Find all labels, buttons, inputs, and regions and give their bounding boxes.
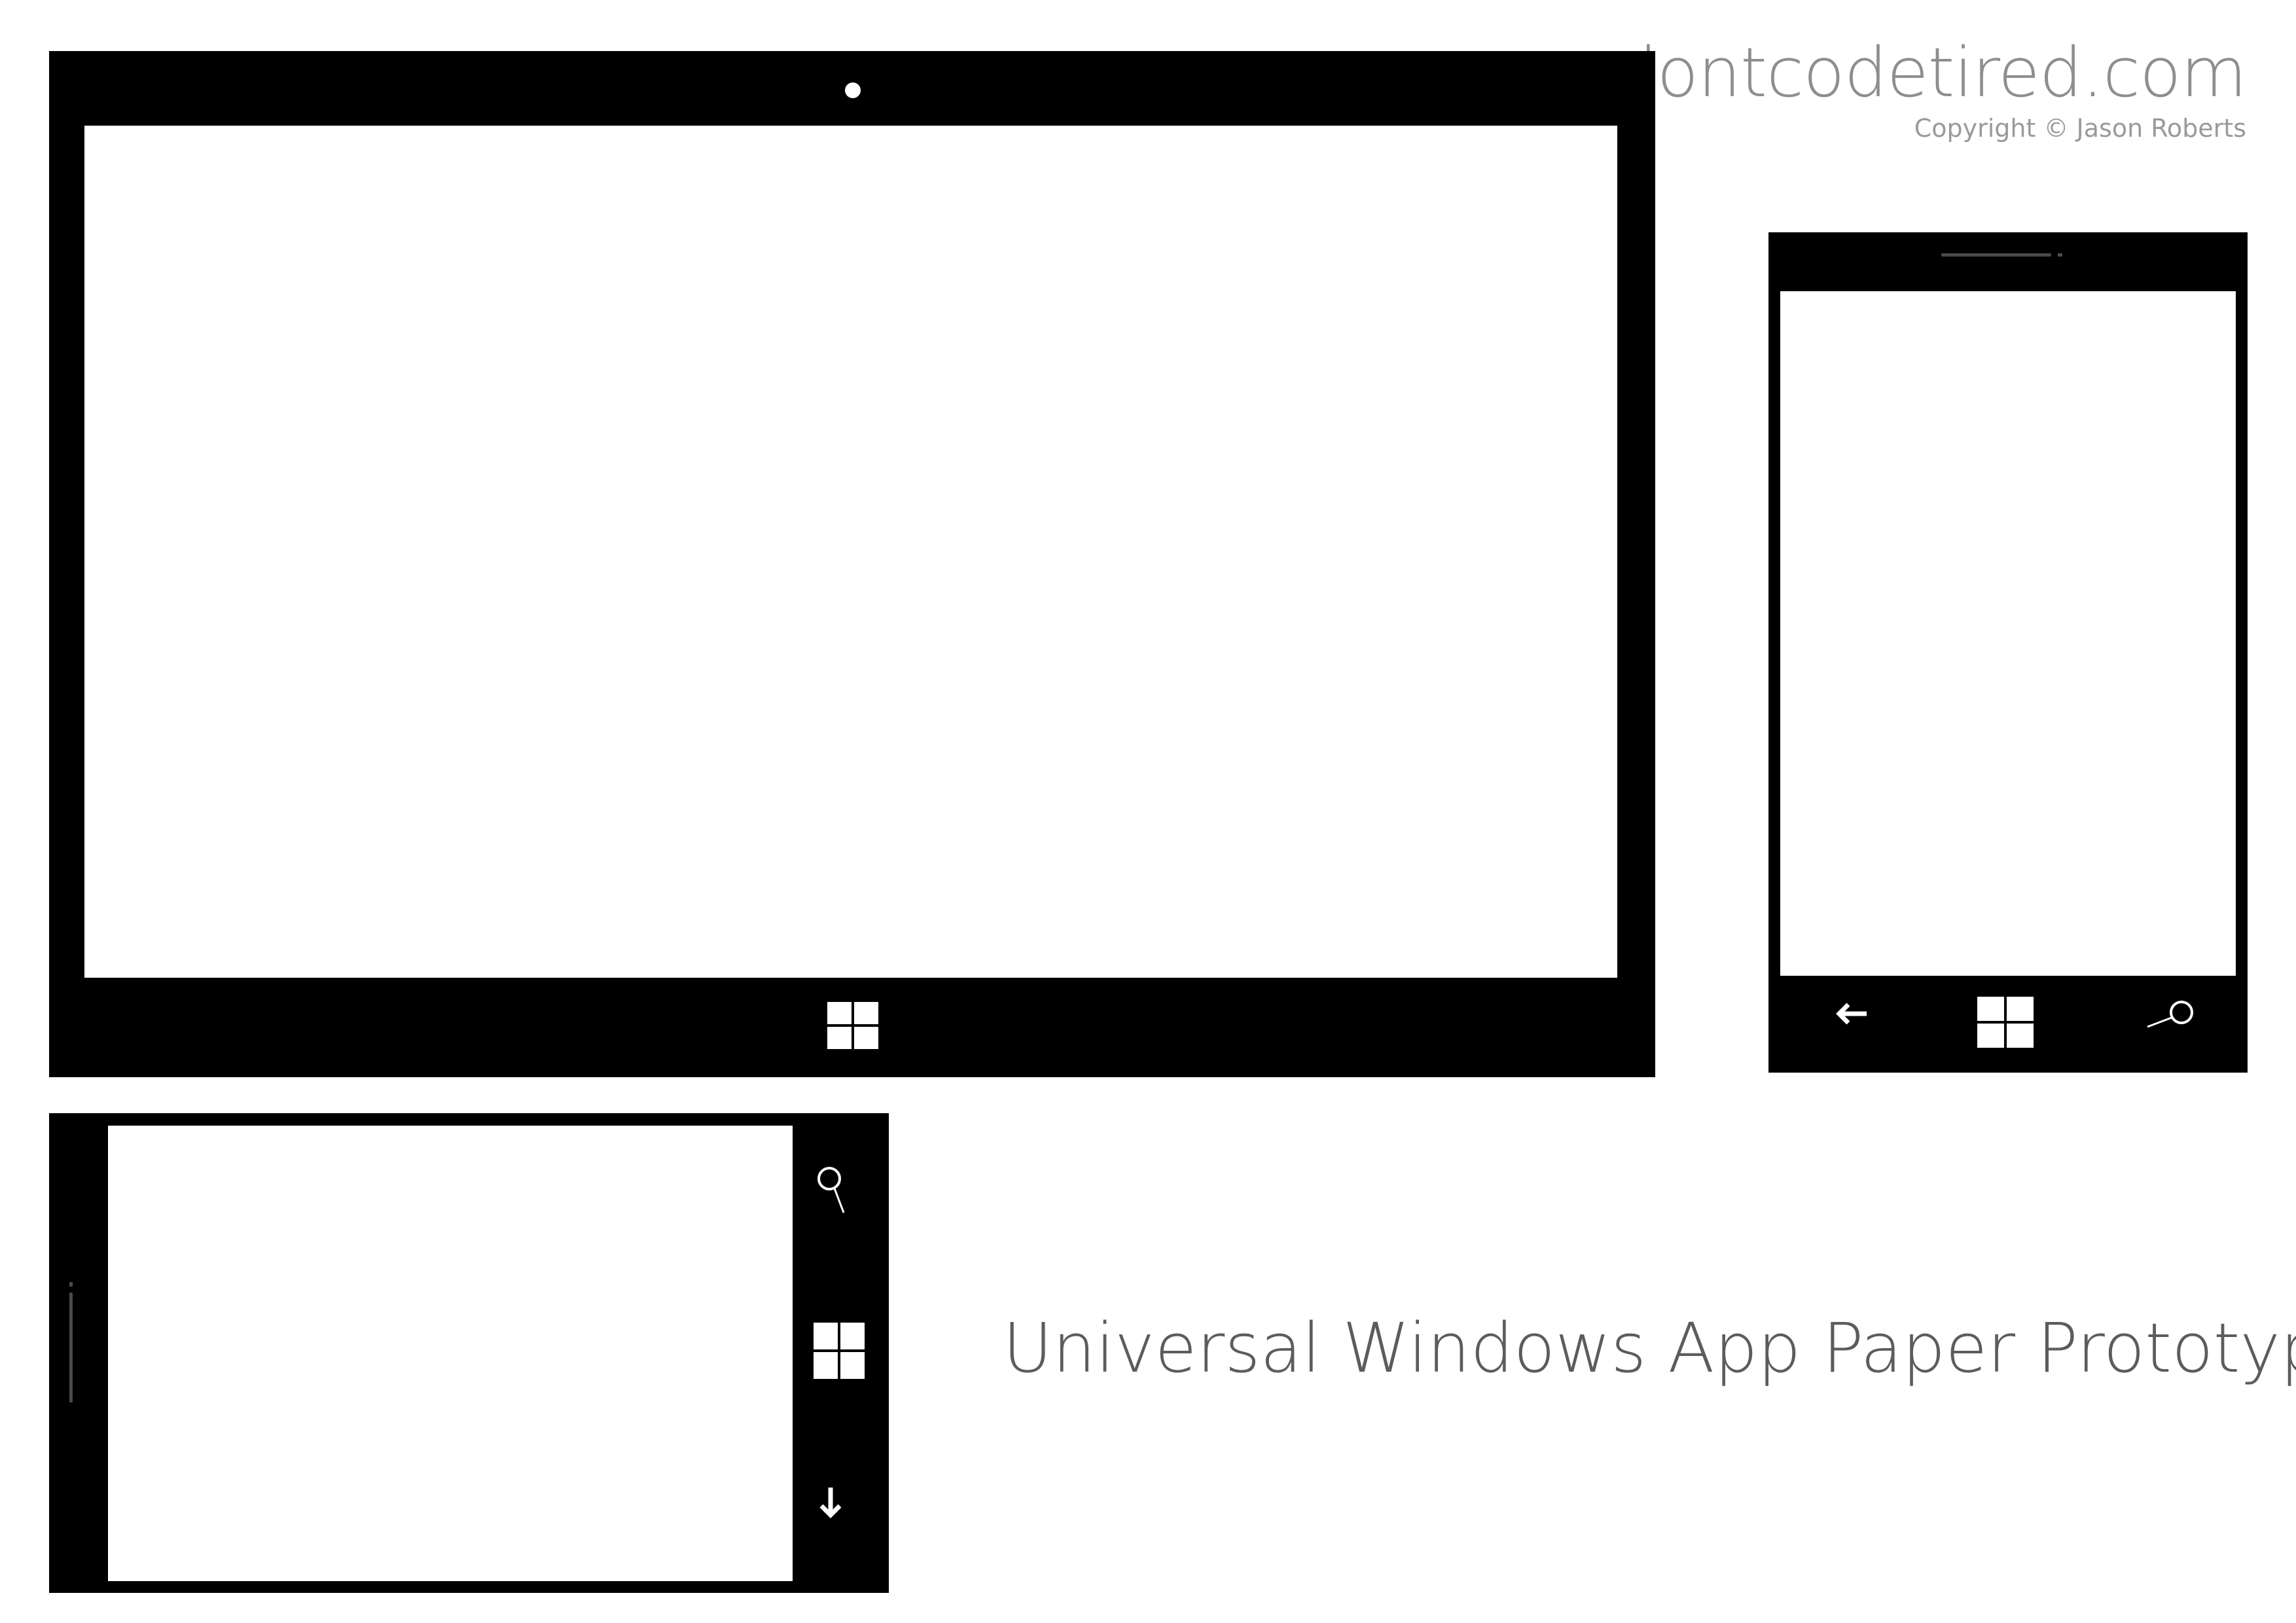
site-name[interactable]: dontcodetired.com <box>1614 33 2247 113</box>
phone-landscape-device <box>49 1113 889 1593</box>
tablet-device <box>49 51 1655 1077</box>
phone-screen[interactable] <box>1780 291 2236 976</box>
speaker-grille <box>1941 253 2051 257</box>
back-arrow-icon[interactable] <box>1835 1002 1868 1026</box>
tablet-screen[interactable] <box>84 126 1617 978</box>
windows-start-icon[interactable] <box>814 1323 865 1379</box>
page-title: Universal Windows App Paper Prototype <box>1003 1308 2296 1388</box>
brand-header: dontcodetired.com Copyright © Jason Robe… <box>1614 33 2247 144</box>
speaker-grille <box>69 1293 73 1402</box>
search-icon[interactable] <box>2145 999 2195 1029</box>
camera-dot <box>845 82 861 98</box>
windows-start-icon[interactable] <box>827 1002 878 1049</box>
windows-start-icon[interactable] <box>1977 997 2034 1048</box>
sensor-dot <box>2058 253 2062 257</box>
search-icon[interactable] <box>816 1166 849 1215</box>
down-arrow-icon[interactable] <box>819 1486 842 1519</box>
copyright-text: Copyright © Jason Roberts <box>1914 114 2246 143</box>
phone-landscape-screen[interactable] <box>108 1126 793 1581</box>
phone-portrait-device <box>1768 232 2248 1073</box>
sensor-dot <box>69 1282 73 1287</box>
